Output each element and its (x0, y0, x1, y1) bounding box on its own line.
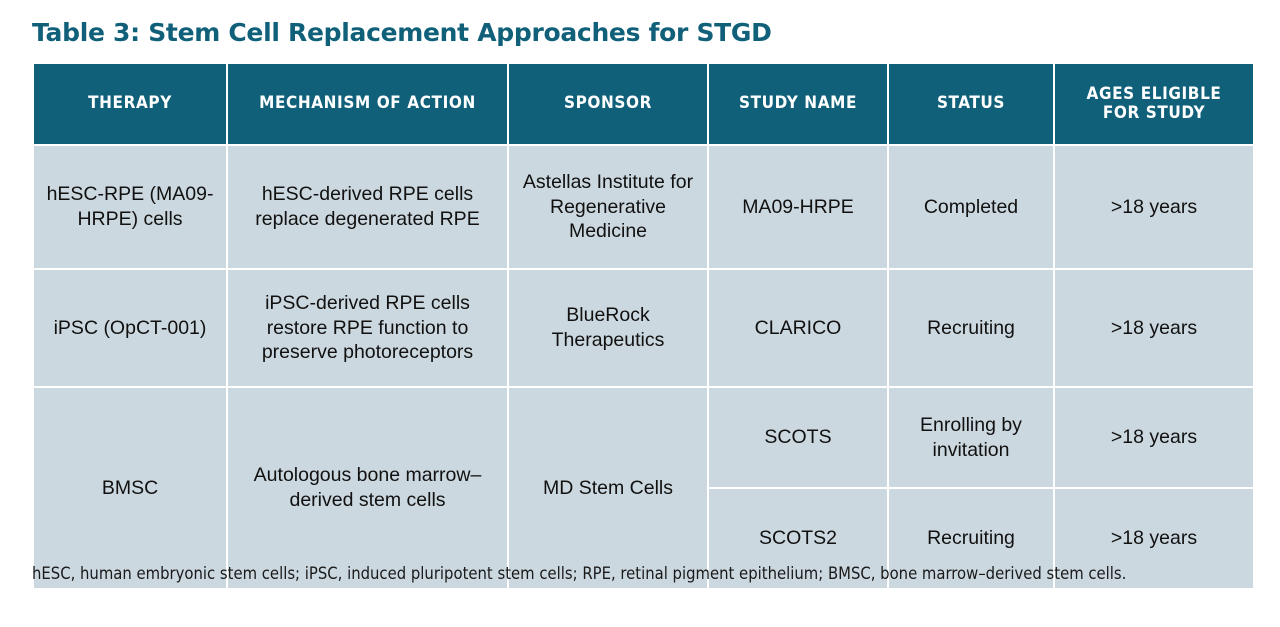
cell-sponsor: Astellas Institute for Regenerative Medi… (507, 144, 709, 270)
cell-ages: >18 years (1053, 487, 1255, 590)
column-header-ages-line-1: AGES ELIGIBLE (1086, 83, 1222, 104)
column-header-study-name: STUDY NAME (707, 62, 889, 146)
cell-sponsor: BlueRock Therapeutics (507, 268, 709, 388)
table-header: THERAPY MECHANISM OF ACTION SPONSOR STUD… (32, 62, 1255, 146)
cell-status: Recruiting (887, 268, 1055, 388)
column-header-therapy: THERAPY (32, 62, 228, 146)
table-header-row: THERAPY MECHANISM OF ACTION SPONSOR STUD… (32, 62, 1255, 146)
table-row: BMSC Autologous bone marrow–derived stem… (32, 386, 1255, 590)
cell-ages: >18 years (1053, 268, 1255, 388)
column-header-status: STATUS (887, 62, 1055, 146)
cell-study-name: SCOTS2 (707, 487, 889, 590)
cell-study-name: MA09-HRPE (707, 144, 889, 270)
cell-therapy: hESC-RPE (MA09-HRPE) cells (32, 144, 228, 270)
table-row: hESC-RPE (MA09-HRPE) cells hESC-derived … (32, 144, 1255, 270)
table-footnote: hESC, human embryonic stem cells; iPSC, … (32, 564, 1127, 583)
cell-sponsor: MD Stem Cells (507, 386, 709, 590)
table-body: hESC-RPE (MA09-HRPE) cells hESC-derived … (32, 144, 1255, 590)
cell-mechanism: Autologous bone marrow–derived stem cell… (226, 386, 509, 590)
cell-mechanism: hESC-derived RPE cells replace degenerat… (226, 144, 509, 270)
page-title: Table 3: Stem Cell Replacement Approache… (32, 18, 772, 47)
table-row: iPSC (OpCT-001) iPSC-derived RPE cells r… (32, 268, 1255, 388)
cell-ages: >18 years (1053, 144, 1255, 270)
cell-status: Enrolling by invitation (887, 386, 1055, 489)
cell-mechanism: iPSC-derived RPE cells restore RPE funct… (226, 268, 509, 388)
cell-therapy: iPSC (OpCT-001) (32, 268, 228, 388)
cell-ages: >18 years (1053, 386, 1255, 489)
column-header-mechanism: MECHANISM OF ACTION (226, 62, 509, 146)
column-header-ages-line-2: FOR STUDY (1102, 103, 1206, 123)
cell-study-name: CLARICO (707, 268, 889, 388)
cell-status: Recruiting (887, 487, 1055, 590)
cell-study-name: SCOTS (707, 386, 889, 489)
stem-cell-approaches-table: THERAPY MECHANISM OF ACTION SPONSOR STUD… (32, 62, 1255, 590)
column-header-sponsor: SPONSOR (507, 62, 709, 146)
table-row: SCOTS2 Recruiting >18 years (33, 487, 1255, 590)
cell-therapy: BMSC (32, 386, 228, 590)
cell-status: Completed (887, 144, 1055, 270)
column-header-ages-eligible: AGES ELIGIBLE FOR STUDY (1053, 62, 1255, 146)
